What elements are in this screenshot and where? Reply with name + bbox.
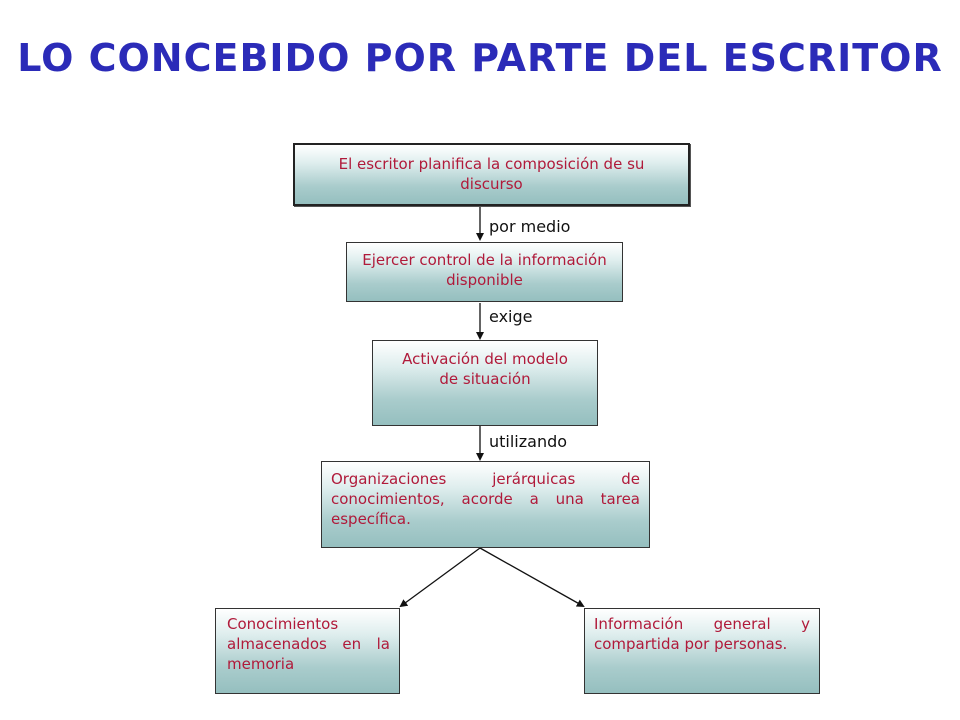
- node-organizaciones: Organizaciones jerárquicas de conocimien…: [321, 461, 650, 548]
- node-activacion: Activación del modelo de situación: [372, 340, 598, 426]
- node-control: Ejercer control de la información dispon…: [346, 242, 623, 302]
- node-informacion-text: Información general y compartida por per…: [594, 615, 810, 653]
- node-planifica: El escritor planifica la composición de …: [293, 143, 690, 206]
- edge-label-utilizando: utilizando: [489, 432, 568, 451]
- page-title: LO CONCEBIDO POR PARTE DEL ESCRITOR: [17, 36, 943, 80]
- node-activacion-text: Activación del modelo de situación: [402, 350, 568, 388]
- node-planifica-text: El escritor planifica la composición de …: [338, 155, 645, 193]
- node-control-text: Ejercer control de la información dispon…: [362, 251, 607, 289]
- node-conocimientos-text: Conocimientos almacenados en la memoria: [227, 615, 390, 673]
- edge-label-por-medio: por medio: [489, 217, 571, 236]
- node-conocimientos: Conocimientos almacenados en la memoria: [215, 608, 400, 694]
- edge-label-exige: exige: [489, 307, 533, 326]
- arrow-organizaciones-conocimientos: [399, 547, 481, 608]
- node-informacion: Información general y compartida por per…: [584, 608, 820, 694]
- arrow-organizaciones-informacion: [479, 547, 585, 607]
- node-organizaciones-text: Organizaciones jerárquicas de conocimien…: [331, 470, 640, 528]
